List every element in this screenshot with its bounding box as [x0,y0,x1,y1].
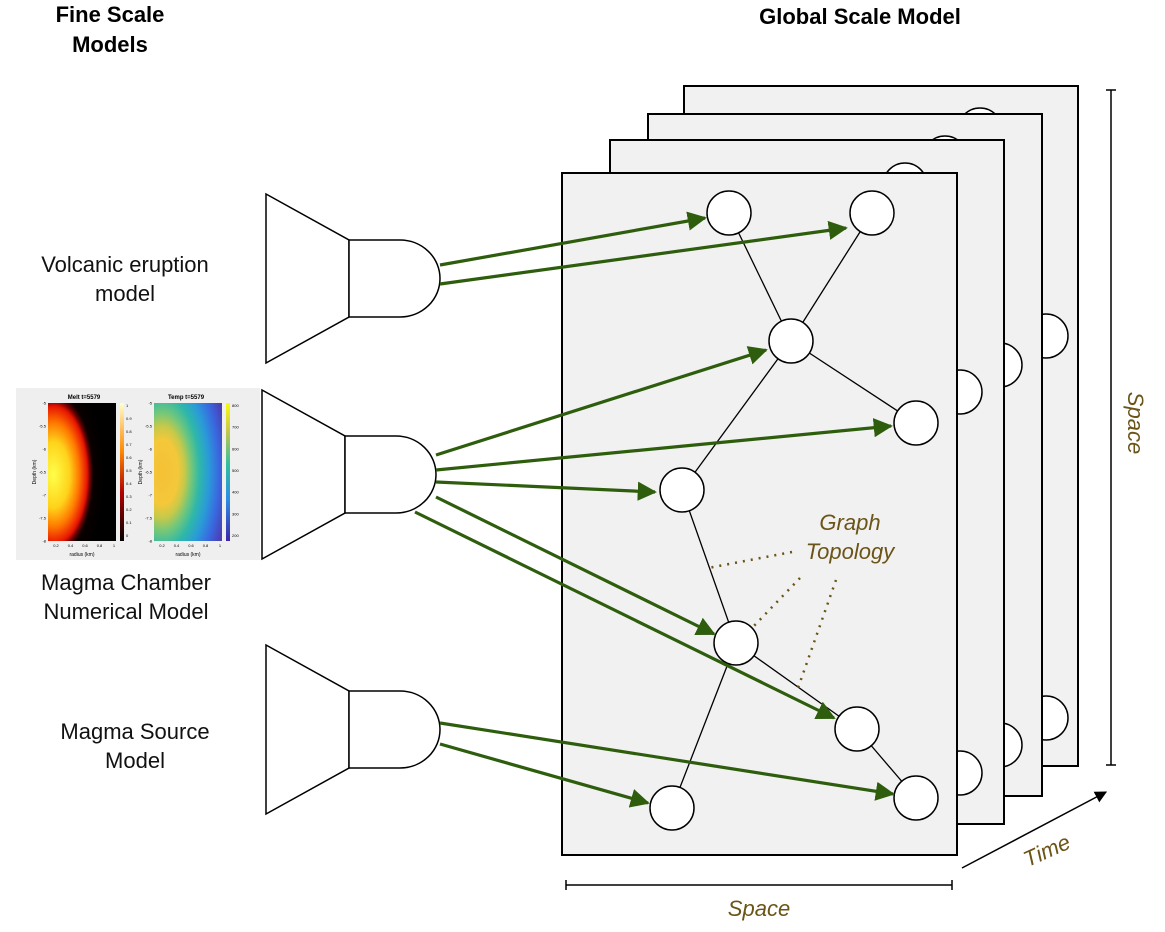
heatmap-colorbar-label: 1 [126,403,129,408]
heatmap-colorbar-label: 600 [232,446,239,451]
melt-ylabel: Depth (km) [32,459,38,484]
graph-node [893,775,939,821]
heatmap-xtick-label: 1 [113,543,116,548]
graph-node [834,706,880,752]
heatmap-xtick-label: 0.4 [68,543,74,548]
heatmap-colorbar-label: 500 [232,468,239,473]
heatmap-ytick-label: -6.5 [145,470,153,475]
heatmap-ytick-label: -8 [148,539,152,544]
heatmap-ytick-label: -7 [42,493,46,498]
heatmap-ytick-label: -7.5 [39,516,47,521]
heatmap-ytick-label: -5.5 [39,424,47,429]
heatmap-colorbar-label: 0.7 [126,442,132,447]
magma-chamber-model-label: Magma Chamber Numerical Model [41,570,211,624]
graph-node [768,318,814,364]
axes [565,89,1116,890]
heatmap-ticks: -5 -5.5 -6 -6.5 -7 -7.5 -8 0.2 0.4 0.6 0.8 1 1 0.9 0.8… [39,401,239,549]
melt-xlabel: radius (km) [69,552,94,558]
volcanic-model-shape [265,192,441,365]
heatmap-colorbar-label: 400 [232,490,239,495]
heatmap-colorbar-label: 0.5 [126,468,132,473]
heatmap-ytick-label: -5.5 [145,424,153,429]
heatmap-colorbar-label: 0.9 [126,416,132,421]
heatmap-inset: Melt t=5579 Depth (km) radius (km) Temp … [32,395,239,558]
heatmap-xtick-label: 0.2 [53,543,59,548]
coupling-arrows [414,211,895,808]
heatmap-colorbar-label: 0.4 [126,481,132,486]
heatmap-xtick-label: 0.8 [203,543,209,548]
heatmap-colorbar-label: 0.1 [126,520,132,525]
magma-chamber-model-shape [261,388,437,561]
melt-title: Melt t=5579 [68,395,101,401]
heatmap-colorbar-label: 0.8 [126,429,132,434]
heatmap-ytick-label: -7 [148,493,152,498]
heatmap-colorbar-label: 800 [232,403,239,408]
magma-source-model-shape [265,643,441,816]
graph-topology-label: Graph Topology [805,510,895,564]
model-shapes [261,192,441,816]
graph-node [659,467,705,513]
graph-node [893,400,939,446]
heatmap-xtick-label: 0.6 [82,543,88,548]
heatmap-ytick-label: -6.5 [39,470,47,475]
heatmap-ytick-label: -6 [42,447,46,452]
fine-scale-models-header: Fine Scale Models [55,2,165,57]
magma-chamber-heatmap-figure: Melt t=5579 Depth (km) radius (km) Temp … [16,388,260,560]
space-vertical-label: Space [1123,391,1148,455]
heatmap-xtick-label: 0.6 [188,543,194,548]
heatmap-ytick-label: -6 [148,447,152,452]
heatmap-ytick-label: -5 [42,401,46,406]
heatmap-colorbar-label: 0.2 [126,507,132,512]
space-horizontal-label: Space [727,896,791,921]
graph-node [706,190,752,236]
heatmap-colorbar-label: 200 [232,533,239,538]
heatmap-colorbar-label: 0.3 [126,494,132,499]
heatmap-ytick-label: -5 [148,401,152,406]
heatmap-colorbar-label: 700 [232,425,239,430]
heatmap-colorbar-label: 0 [126,533,129,538]
heatmap-ytick-label: -8 [42,539,46,544]
heatmap-xtick-label: 0.2 [159,543,165,548]
heatmap-ytick-label: -7.5 [145,516,153,521]
heatmap-colorbar-label: 0.6 [126,455,132,460]
heatmap-xtick-label: 0.8 [97,543,103,548]
temp-title: Temp t=5579 [168,395,205,401]
graph-node [649,785,695,831]
heatmap-xtick-label: 1 [219,543,222,548]
heatmap-xtick-label: 0.4 [174,543,180,548]
graph-topology-pointers [707,550,838,689]
volcanic-eruption-model-label: Volcanic eruption model [41,252,209,306]
global-scale-model-header: Global Scale Model [759,4,961,29]
graph-nodes [649,190,939,831]
graph-node [849,190,895,236]
graph-node [713,620,759,666]
temp-ylabel: Depth (km) [138,459,144,484]
magma-source-model-label: Magma Source Model [60,719,210,773]
heatmap-colorbar-label: 300 [232,511,239,516]
temp-xlabel: radius (km) [175,552,200,558]
layer-front [561,172,958,856]
